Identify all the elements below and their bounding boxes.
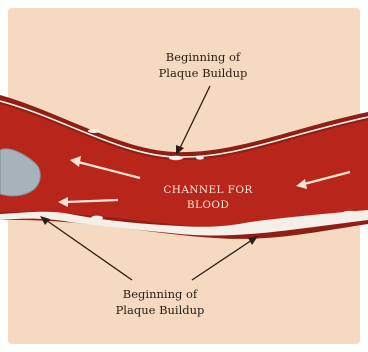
- bottom-callout-line-2: Plaque Buildup: [116, 303, 205, 317]
- plaque-deposit: [32, 212, 48, 218]
- plaque-deposit: [341, 211, 359, 217]
- top-callout-line-1: Beginning of: [166, 50, 241, 64]
- plaque-deposit: [196, 156, 204, 159]
- plaque-deposit: [88, 129, 100, 133]
- bottom-callout-line-1: Beginning of: [123, 287, 198, 301]
- channel-label-line-2: BLOOD: [187, 199, 229, 211]
- top-callout-line-2: Plaque Buildup: [159, 66, 248, 80]
- channel-label-line-1: CHANNEL FOR: [163, 184, 253, 196]
- plaque-deposit: [169, 156, 183, 160]
- plaque-deposit: [91, 216, 103, 221]
- plaque-deposit: [283, 221, 297, 227]
- plaque-deposit: [250, 225, 266, 231]
- plaque-deposit: [215, 227, 233, 234]
